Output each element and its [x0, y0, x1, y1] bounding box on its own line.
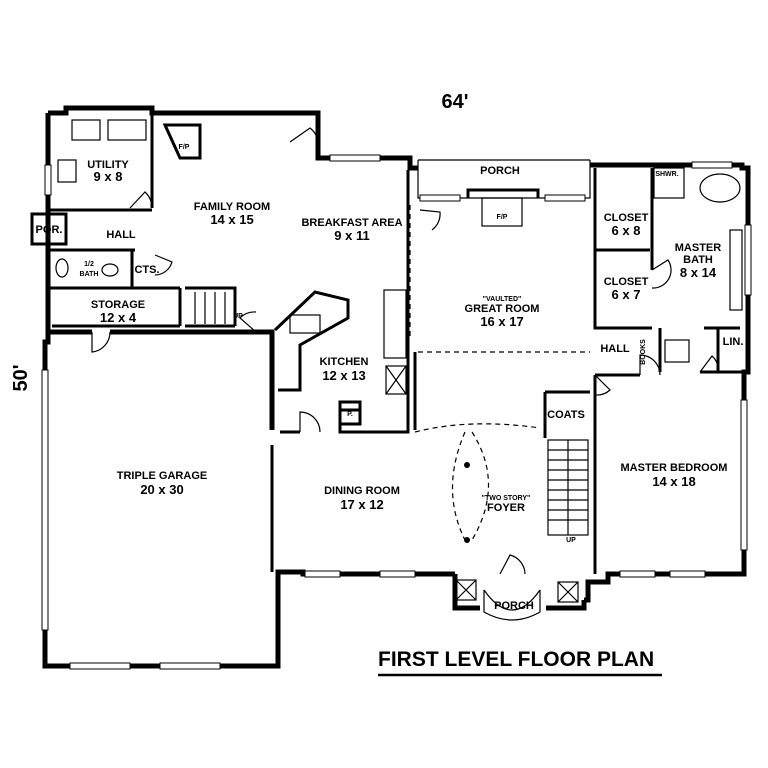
storage-up-label: UP	[233, 313, 243, 320]
master-bath-line1: MASTER	[675, 242, 722, 254]
great-room-size: 16 x 17	[480, 314, 523, 329]
half-bath-fixtures	[55, 258, 119, 278]
pantry-name: P.	[347, 411, 353, 418]
utility-name: UTILITY	[87, 159, 129, 171]
porch-column-right	[557, 581, 579, 603]
doors	[91, 127, 719, 575]
breakfast-size: 9 x 11	[334, 228, 369, 243]
por-name: POR.	[36, 224, 63, 236]
fireplace-family-label: F/P	[179, 144, 190, 151]
closet-2-size: 6 x 7	[612, 287, 641, 302]
utility-fixtures	[57, 119, 147, 183]
rear-porch-name: PORCH	[480, 165, 520, 177]
master-bedroom-name: MASTER BEDROOM	[621, 462, 728, 474]
width-dimension: 64'	[441, 91, 468, 113]
kitchen-name: KITCHEN	[320, 356, 369, 368]
fireplace-great-room	[466, 188, 540, 227]
foyer-name: FOYER	[487, 502, 525, 514]
windows	[41, 154, 752, 670]
cts-name: CTS.	[134, 264, 159, 276]
closet-1-size: 6 x 8	[612, 223, 641, 238]
foyer-column-bottom	[464, 537, 470, 543]
pantry-box	[338, 400, 362, 426]
fireplace-family-room	[162, 123, 202, 160]
storage-staircase	[194, 292, 226, 324]
master-bath-line2: BATH	[683, 254, 713, 266]
closet-2-name: CLOSET	[604, 276, 649, 288]
garage-name: TRIPLE GARAGE	[117, 470, 207, 482]
utility-size: 9 x 8	[94, 169, 123, 184]
por-box	[30, 212, 68, 246]
hall-right-name: HALL	[600, 343, 630, 355]
family-room-name: FAMILY ROOM	[194, 201, 270, 213]
dining-name: DINING ROOM	[324, 485, 400, 497]
linen-label: LIN.	[723, 336, 744, 348]
great-room-name: GREAT ROOM	[465, 303, 540, 315]
foyer-column-top	[464, 462, 470, 468]
coats-name: COATS	[547, 409, 585, 421]
shower-label: SHWR.	[655, 171, 678, 178]
hall-left-name: HALL	[106, 229, 136, 241]
fireplace-great-label: F/P	[497, 214, 508, 221]
half-bath-line2: BATH	[80, 271, 99, 278]
closet-1-name: CLOSET	[604, 212, 649, 224]
breakfast-name: BREAKFAST AREA	[301, 217, 402, 229]
master-bedroom-size: 14 x 18	[652, 474, 695, 489]
great-room-note: "VAULTED"	[483, 296, 522, 303]
garage-size: 20 x 30	[140, 482, 183, 497]
plan-title: FIRST LEVEL FLOOR PLAN	[378, 648, 654, 671]
half-bath-line1: 1/2	[84, 261, 94, 268]
stair-up-label: UP	[566, 537, 576, 544]
family-room-size: 14 x 15	[210, 212, 253, 227]
exterior-walls	[42, 105, 751, 669]
front-porch-name: PORCH	[494, 600, 534, 612]
front-porch-outline	[483, 589, 541, 611]
depth-dimension: 50'	[10, 364, 32, 391]
storage-size: 12 x 4	[100, 310, 137, 325]
storage-name: STORAGE	[91, 299, 145, 311]
open-area-dividers	[409, 205, 590, 541]
foyer-note: "TWO STORY"	[482, 495, 531, 502]
master-bath-size: 8 x 14	[680, 265, 717, 280]
foyer-staircase	[547, 439, 589, 536]
kitchen-size: 12 x 13	[322, 368, 365, 383]
dining-size: 17 x 12	[340, 497, 383, 512]
master-bath-fixtures	[653, 167, 743, 363]
interior-walls	[48, 113, 744, 574]
kitchen-counter	[273, 289, 407, 395]
books-label: BOOKS	[640, 339, 647, 365]
porch-column-left	[455, 579, 477, 601]
